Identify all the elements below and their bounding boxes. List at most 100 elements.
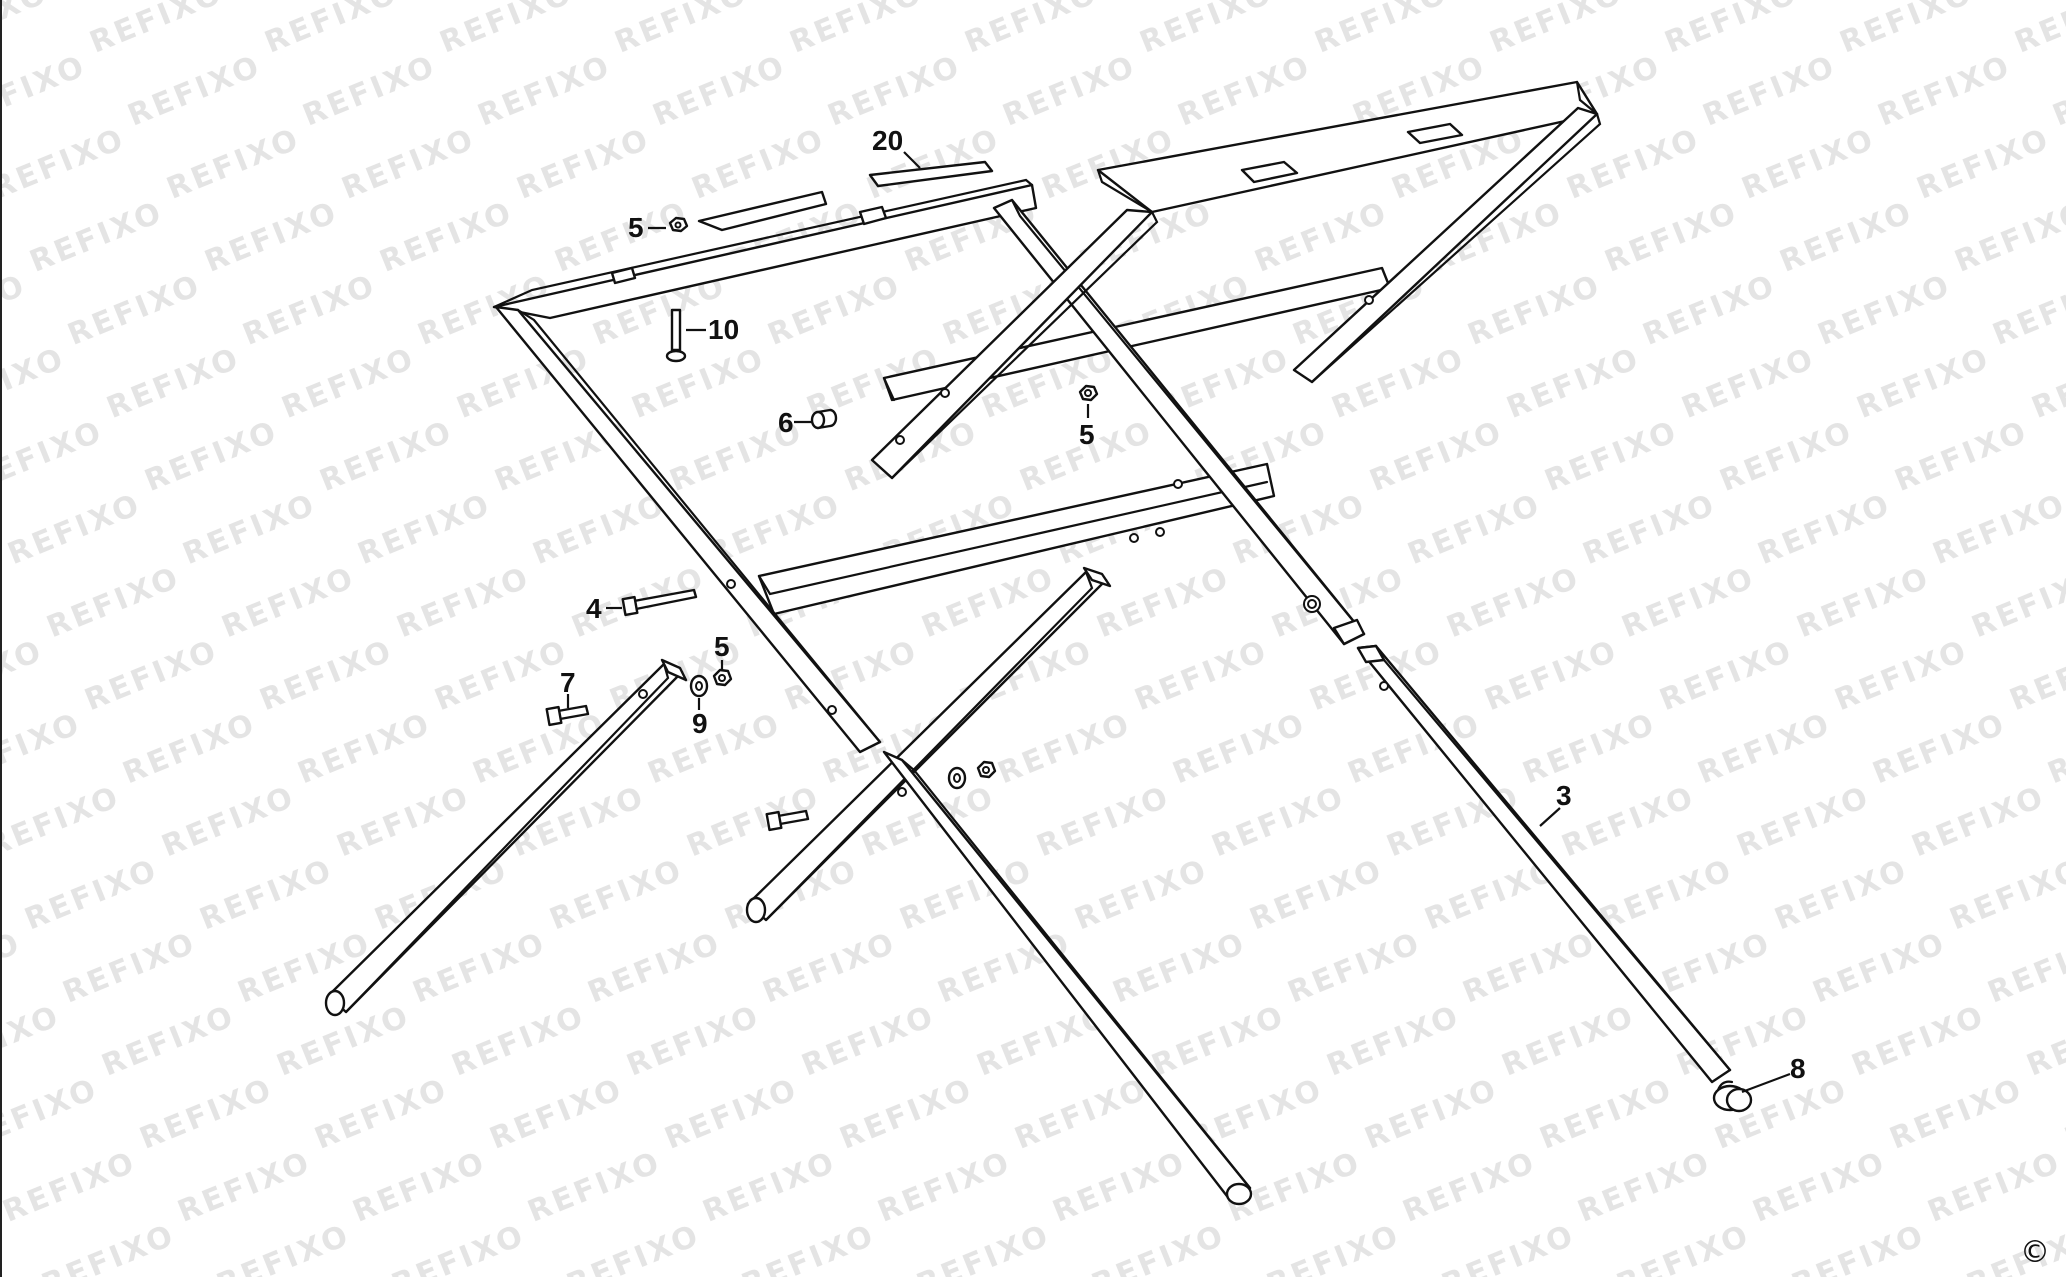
watermark-text: REFIXO	[1310, 0, 1454, 60]
watermark-text: REFIXO	[823, 48, 967, 133]
nut-left	[712, 668, 733, 687]
watermark-text: REFIXO	[123, 48, 267, 133]
watermark-text: REFIXO	[2, 0, 54, 60]
watermark-text: REFIXO	[1748, 1145, 1892, 1230]
watermark-text: REFIXO	[1108, 925, 1252, 1010]
watermark-text: REFIXO	[1732, 779, 1876, 864]
watermark-text: REFIXO	[2, 1145, 142, 1230]
watermark-text: REFIXO	[1983, 925, 2066, 1010]
watermark-text: REFIXO	[1562, 121, 1706, 206]
watermark-text: REFIXO	[200, 195, 344, 280]
watermark-text: REFIXO	[1168, 706, 1312, 791]
watermark-text: REFIXO	[797, 998, 941, 1083]
left-frame-leg	[494, 305, 882, 754]
watermark-text: REFIXO	[1207, 779, 1351, 864]
watermark-text: REFIXO	[2, 633, 49, 718]
watermark-text: REFIXO	[162, 121, 306, 206]
callout-5-top: 5	[628, 212, 644, 243]
watermark-text: REFIXO	[1147, 998, 1291, 1083]
watermark-text: REFIXO	[2027, 341, 2066, 426]
watermark-text: REFIXO	[1540, 414, 1684, 499]
callout-9: 9	[692, 708, 708, 739]
watermark-text: REFIXO	[1830, 633, 1974, 718]
watermark-text: REFIXO	[1283, 925, 1427, 1010]
watermark-text: REFIXO	[178, 487, 322, 572]
watermark-text: REFIXO	[58, 925, 202, 1010]
watermark-text: REFIXO	[528, 487, 672, 572]
sleeve	[810, 408, 838, 430]
watermark-text: REFIXO	[80, 633, 224, 718]
watermark-text: REFIXO	[293, 706, 437, 791]
watermark-text: REFIXO	[387, 1218, 531, 1277]
long-bolt	[621, 588, 698, 617]
watermark-text: REFIXO	[353, 487, 497, 572]
watermark-text: REFIXO	[2, 48, 92, 133]
watermark-text: REFIXO	[2, 998, 66, 1083]
watermark-text: REFIXO	[1950, 195, 2066, 280]
callout-3: 3	[1556, 780, 1572, 811]
watermark-text: REFIXO	[238, 268, 382, 353]
short-bolt	[545, 704, 590, 727]
watermark-text: REFIXO	[610, 0, 754, 60]
watermark-text: REFIXO	[1557, 779, 1701, 864]
watermark-text: REFIXO	[1458, 925, 1602, 1010]
watermark-text: REFIXO	[430, 633, 574, 718]
watermark-text: REFIXO	[1502, 341, 1646, 426]
watermark-text: REFIXO	[1322, 998, 1466, 1083]
watermark-text: REFIXO	[1600, 195, 1744, 280]
watermark-text: REFIXO	[1693, 706, 1837, 791]
callout-labels: 20 5 10 6 5 4 5 7 9 3 8	[560, 125, 1806, 1084]
watermark-text: REFIXO	[763, 268, 907, 353]
watermark-text: REFIXO	[1890, 414, 2034, 499]
watermark-text: REFIXO	[1245, 852, 1389, 937]
watermark-text: REFIXO	[758, 925, 902, 1010]
watermark-text: REFIXO	[1638, 268, 1782, 353]
callout-5-left: 5	[714, 631, 730, 662]
watermark-text: REFIXO	[627, 341, 771, 426]
watermark-text: REFIXO	[2, 414, 109, 499]
watermark-text: REFIXO	[157, 779, 301, 864]
watermark-text: REFIXO	[648, 48, 792, 133]
watermark-text: REFIXO	[310, 1071, 454, 1156]
watermark-text: REFIXO	[1032, 779, 1176, 864]
watermark-text: REFIXO	[643, 706, 787, 791]
watermark-text: REFIXO	[1923, 1145, 2066, 1230]
watermark-text: REFIXO	[2, 341, 71, 426]
watermark-text: REFIXO	[2, 1218, 6, 1277]
watermark-text: REFIXO	[1403, 487, 1547, 572]
watermark-text: REFIXO	[2, 1071, 104, 1156]
watermark-text: REFIXO	[217, 560, 361, 645]
watermark-text: REFIXO	[135, 1071, 279, 1156]
watermark-text: REFIXO	[998, 48, 1142, 133]
watermark-text: REFIXO	[1135, 0, 1279, 60]
lower-leg-front	[882, 750, 1253, 1206]
watermark-text: REFIXO	[1437, 1218, 1581, 1277]
watermark-text: REFIXO	[1595, 852, 1739, 937]
watermark-text: REFIXO	[1770, 852, 1914, 937]
right-frame-leg-b	[1292, 106, 1602, 384]
watermark-text: REFIXO	[195, 852, 339, 937]
watermark-text: REFIXO	[1775, 195, 1919, 280]
watermark-text: REFIXO	[1813, 268, 1957, 353]
watermark-text: REFIXO	[1753, 487, 1897, 572]
short-bolt-2	[765, 809, 810, 832]
watermark-text: REFIXO	[512, 121, 656, 206]
watermark-text: REFIXO	[1698, 48, 1842, 133]
watermark-text: REFIXO	[3, 487, 147, 572]
nut-center	[1078, 384, 1099, 402]
inner-back-leg	[992, 198, 1366, 646]
watermark-text: REFIXO	[1010, 1071, 1154, 1156]
watermark-text: REFIXO	[1518, 706, 1662, 791]
watermark-text: REFIXO	[2, 560, 11, 645]
watermark-text: REFIXO	[375, 195, 519, 280]
callout-10: 10	[708, 314, 739, 345]
watermark-text: REFIXO	[1442, 560, 1586, 645]
callout-5-center: 5	[1079, 419, 1095, 450]
watermark-text: REFIXO	[118, 706, 262, 791]
callout-6: 6	[778, 407, 794, 438]
watermark-text: REFIXO	[2005, 633, 2066, 718]
left-top-rail	[492, 178, 1038, 320]
watermark-text: REFIXO	[1928, 487, 2066, 572]
watermark-text: REFIXO	[315, 414, 459, 499]
watermark-text: REFIXO	[1535, 1071, 1679, 1156]
